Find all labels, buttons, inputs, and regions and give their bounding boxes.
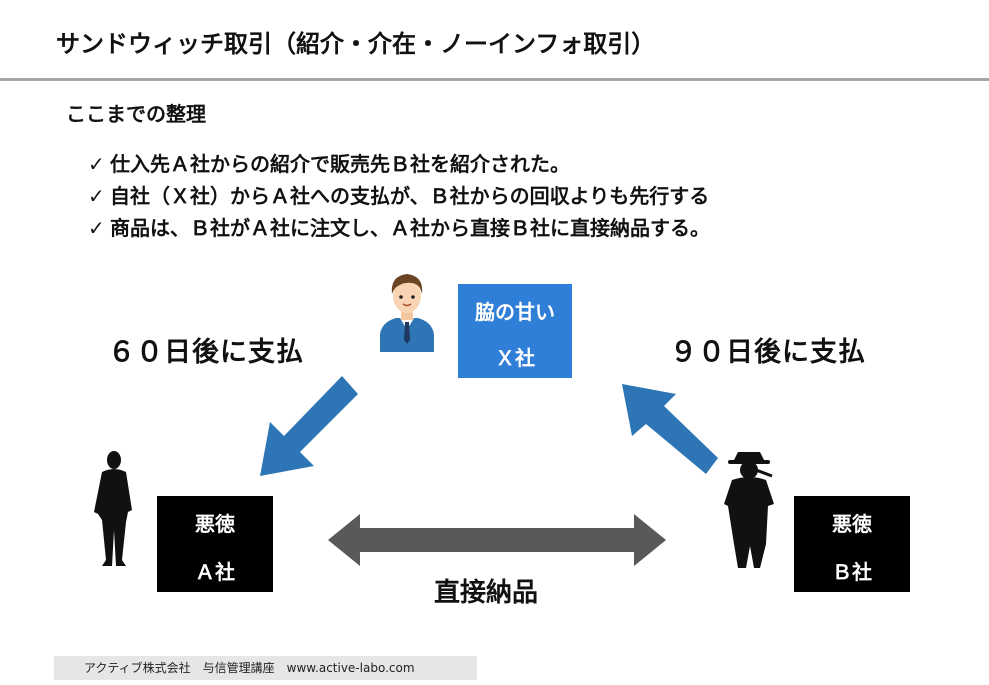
check-icon: ✓ (88, 216, 105, 240)
businessman-icon (380, 274, 434, 352)
company-x-label-1: 脇の甘い (475, 300, 555, 324)
bullet-text: 自社（Ｘ社）からＡ社への支払が、Ｂ社からの回収よりも先行する (110, 184, 710, 208)
right-payment-label: ９０日後に支払 (670, 337, 866, 368)
footer: アクティブ株式会社 与信管理講座 www.active-labo.com (54, 656, 477, 680)
arrow-down-left-icon (260, 376, 358, 476)
company-x-label-2: Ｘ社 (495, 346, 535, 370)
company-a-label-1: 悪徳 (195, 512, 235, 536)
silhouette-man-icon (94, 451, 132, 566)
summary-heading: ここまでの整理 (66, 102, 206, 126)
bullet-text: 仕入先Ａ社からの紹介で販売先Ｂ社を紹介された。 (110, 152, 570, 176)
company-b-label-1: 悪徳 (832, 512, 872, 536)
company-a-box: 悪徳 Ａ社 (157, 496, 273, 592)
delivery-label: 直接納品 (434, 578, 539, 608)
list-item: ✓商品は、Ｂ社がＡ社に注文し、Ａ社から直接Ｂ社に直接納品する。 (88, 212, 710, 244)
page-title: サンドウィッチ取引（紹介・介在・ノーインフォ取引） (56, 30, 656, 58)
arrow-up-left-icon (622, 384, 718, 474)
company-b-label-2: Ｂ社 (832, 560, 872, 584)
check-icon: ✓ (88, 184, 105, 208)
company-a-label-2: Ａ社 (195, 560, 235, 584)
left-payment-label: ６０日後に支払 (108, 337, 304, 368)
double-arrow-icon (328, 514, 666, 566)
summary-list: ✓仕入先Ａ社からの紹介で販売先Ｂ社を紹介された。 ✓自社（Ｘ社）からＡ社への支払… (88, 148, 710, 244)
bullet-text: 商品は、Ｂ社がＡ社に注文し、Ａ社から直接Ｂ社に直接納品する。 (110, 216, 710, 240)
list-item: ✓仕入先Ａ社からの紹介で販売先Ｂ社を紹介された。 (88, 148, 710, 180)
list-item: ✓自社（Ｘ社）からＡ社への支払が、Ｂ社からの回収よりも先行する (88, 180, 710, 212)
company-b-box: 悪徳 Ｂ社 (794, 496, 910, 592)
title-divider (0, 78, 989, 81)
company-x-box: 脇の甘い Ｘ社 (458, 284, 572, 378)
check-icon: ✓ (88, 152, 105, 176)
detective-icon (724, 452, 774, 568)
